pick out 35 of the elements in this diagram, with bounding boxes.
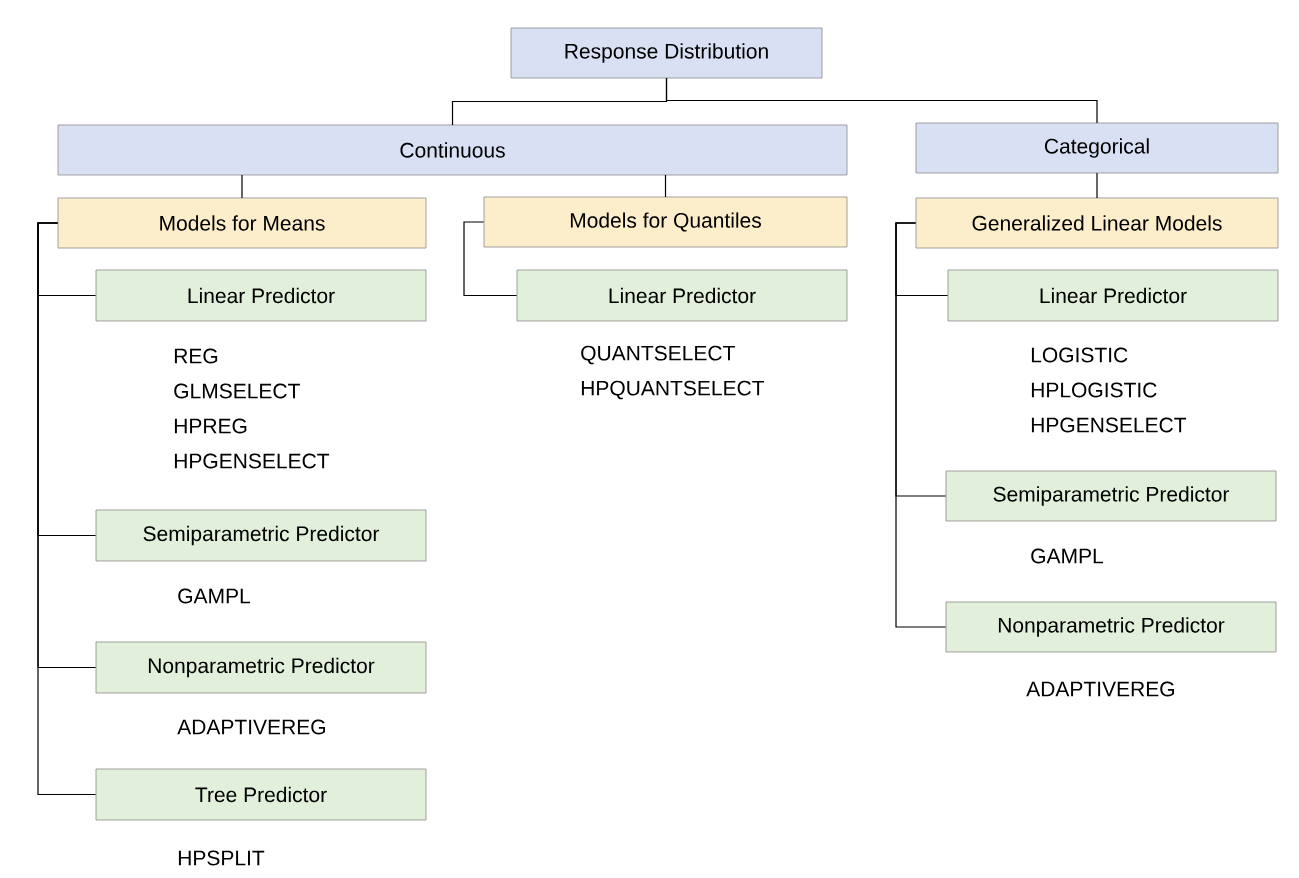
procedure-name: HPLOGISTIC bbox=[1031, 382, 1157, 398]
procedure-name: GLMSELECT bbox=[174, 383, 300, 399]
connector-line bbox=[895, 222, 947, 628]
model-box: Models for Means bbox=[57, 197, 427, 249]
model-box: Models for Quantiles bbox=[483, 196, 848, 248]
category-box: Categorical bbox=[915, 122, 1279, 174]
procedure-name: HPQUANTSELECT bbox=[581, 380, 765, 400]
procedure-name: ADAPTIVEREG bbox=[1026, 681, 1174, 697]
connector-line bbox=[665, 77, 1098, 124]
predictor-box: Semiparametric Predictor bbox=[945, 470, 1277, 522]
predictor-box: Tree Predictor bbox=[95, 768, 427, 821]
procedure-name: QUANTSELECT bbox=[581, 345, 735, 365]
procedure-name: GAMPL bbox=[178, 588, 251, 604]
procedure-name: GAMPL bbox=[1031, 548, 1104, 564]
predictor-box: Linear Predictor bbox=[95, 269, 427, 322]
category-box: Response Distribution bbox=[510, 27, 823, 79]
procedure-name: HPGENSELECT bbox=[1031, 417, 1187, 433]
procedure-name: HPGENSELECT bbox=[174, 453, 330, 469]
category-box: Continuous bbox=[57, 124, 848, 176]
procedure-name: ADAPTIVEREG bbox=[177, 719, 325, 735]
model-box: Generalized Linear Models bbox=[915, 197, 1279, 249]
predictor-box: Linear Predictor bbox=[947, 269, 1279, 322]
procedure-name: HPSPLIT bbox=[178, 850, 265, 866]
connector-line bbox=[37, 222, 97, 796]
predictor-box: Nonparametric Predictor bbox=[945, 601, 1277, 653]
procedure-name: HPREG bbox=[174, 418, 247, 434]
connector-line bbox=[463, 221, 518, 297]
connector-line bbox=[241, 174, 243, 199]
connector-line bbox=[664, 174, 667, 198]
predictor-box: Nonparametric Predictor bbox=[95, 641, 427, 694]
predictor-box: Linear Predictor bbox=[516, 269, 848, 322]
predictor-box: Semiparametric Predictor bbox=[95, 509, 427, 562]
connector-line bbox=[1096, 172, 1098, 199]
procedure-name: REG bbox=[174, 348, 218, 364]
procedure-name: LOGISTIC bbox=[1031, 347, 1128, 363]
